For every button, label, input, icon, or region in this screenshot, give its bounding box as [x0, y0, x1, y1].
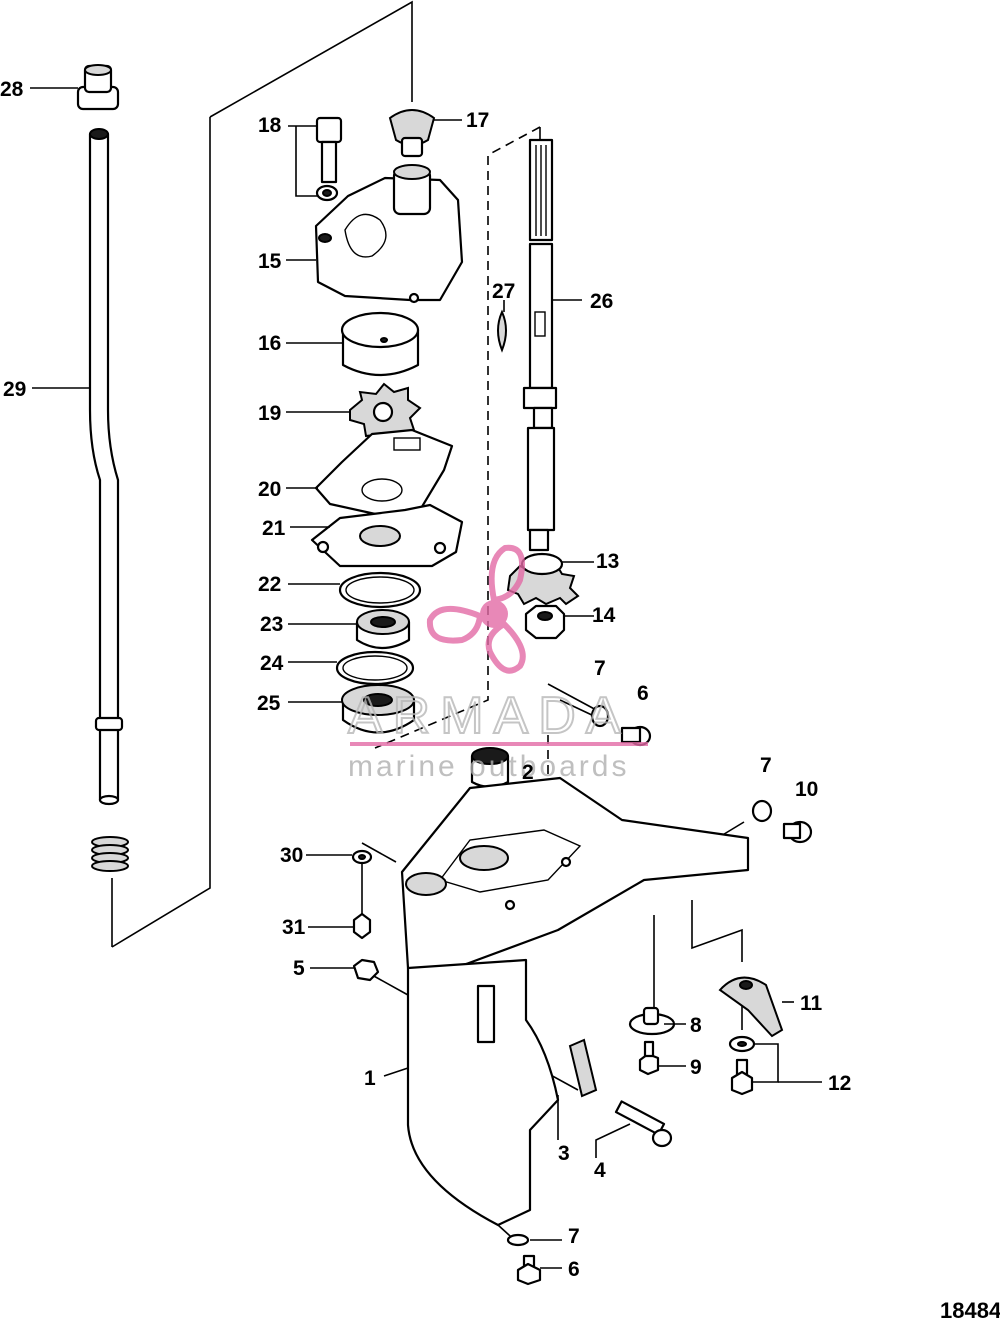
callout-18: 18: [258, 114, 282, 137]
callout-4: 4: [594, 1159, 606, 1182]
callout-10: 10: [795, 778, 818, 801]
callout-21: 21: [262, 517, 286, 540]
watermark-underline: [350, 742, 648, 746]
callout-26: 26: [590, 290, 613, 313]
ball-bearing-part-25: [341, 684, 416, 734]
screw-part-4: [614, 1100, 673, 1148]
washer-part-7-right: [751, 799, 773, 823]
callout-1: 1: [364, 1067, 376, 1090]
callout-7-upper: 7: [594, 657, 606, 680]
impeller-part-19: [349, 382, 422, 444]
screw-part-6-bottom: [516, 1254, 542, 1286]
washer-part-30: [351, 849, 373, 865]
watermark-brand: ARMADA: [348, 687, 630, 745]
callout-9: 9: [690, 1056, 702, 1079]
trim-tab-part-11: [718, 976, 784, 1038]
drive-shaft-part-26: [522, 138, 558, 552]
propeller-logo: [426, 544, 526, 674]
key-part-27: [497, 309, 507, 353]
callout-3: 3: [558, 1142, 570, 1165]
callout-13: 13: [596, 550, 619, 573]
callout-24: 24: [260, 652, 284, 675]
nut-part-31: [352, 912, 372, 940]
seal-part-2: [470, 747, 510, 789]
gear-housing-part-1: [400, 776, 750, 1227]
callout-6-upper: 6: [637, 682, 649, 705]
callout-2: 2: [522, 761, 534, 784]
bearing-part-23: [355, 609, 411, 650]
washer-part-7-bottom: [506, 1233, 530, 1247]
callout-11: 11: [800, 992, 823, 1015]
adapter-plate-part-21: [310, 503, 464, 568]
callout-6-bottom: 6: [568, 1258, 580, 1281]
callout-7-bottom: 7: [568, 1225, 580, 1248]
callout-14: 14: [592, 604, 616, 627]
o-ring-part-22: [338, 571, 422, 609]
washer-part-7-upper: [590, 704, 610, 728]
bushing-part-28: [76, 64, 120, 111]
callout-15: 15: [258, 250, 282, 273]
callout-19: 19: [258, 402, 281, 425]
callout-17: 17: [466, 109, 489, 132]
callout-31: 31: [282, 916, 306, 939]
callout-20: 20: [258, 478, 281, 501]
impeller-cup-part-16: [340, 311, 420, 377]
callout-28: 28: [0, 78, 24, 101]
screw-part-10: [782, 820, 813, 844]
gasket-plate-part-20: [314, 428, 454, 517]
callout-8: 8: [690, 1014, 702, 1037]
nut-part-5: [352, 958, 380, 982]
nut-part-14: [524, 604, 566, 640]
watermark-tagline: marine outboards: [348, 750, 629, 783]
callout-5: 5: [293, 957, 305, 980]
callout-29: 29: [3, 378, 26, 401]
spring-coil: [91, 836, 129, 872]
pinion-gear-part-13: [506, 552, 580, 606]
water-screen-part-3: [568, 1038, 598, 1098]
callout-7-right: 7: [760, 754, 772, 777]
callout-16: 16: [258, 332, 281, 355]
callout-27: 27: [492, 280, 515, 303]
grommet-part-17: [388, 109, 436, 158]
screw-part-12: [728, 1035, 756, 1096]
callout-30: 30: [280, 844, 303, 867]
callout-23: 23: [260, 613, 283, 636]
callout-25: 25: [257, 692, 281, 715]
ring-part-24: [335, 650, 415, 686]
figure-number: 18484: [940, 1298, 1000, 1321]
pump-housing-part-15: [314, 164, 464, 304]
callout-leaders: [30, 87, 822, 1269]
screw-part-18: [315, 116, 343, 202]
armada-watermark: ARMADA marine outboards: [347, 544, 648, 783]
callout-22: 22: [258, 573, 281, 596]
screw-part-9: [638, 1040, 660, 1076]
anode-part-8: [628, 1006, 676, 1036]
callout-labels: 28 29 18 17 15 16 19 20 21 22 23 24 25 2…: [0, 78, 851, 1281]
shift-rod-part-29: [88, 128, 124, 806]
callout-12: 12: [828, 1072, 851, 1095]
